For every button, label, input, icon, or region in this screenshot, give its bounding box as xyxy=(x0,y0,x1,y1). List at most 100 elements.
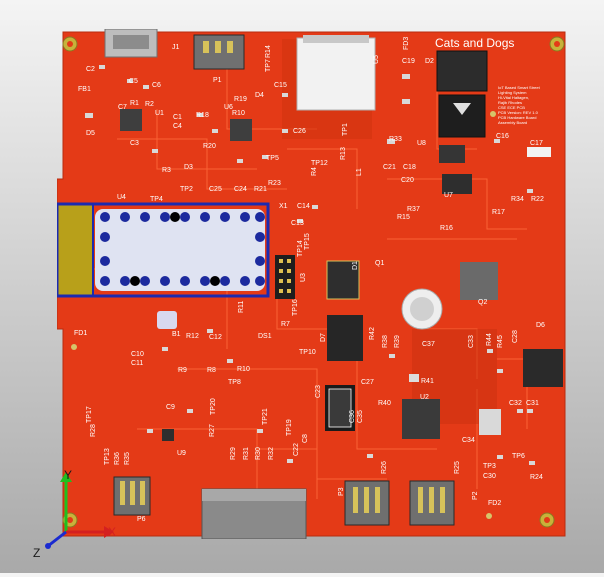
designator-d4: D4 xyxy=(255,92,264,99)
designator-c5: C5 xyxy=(129,78,138,85)
designator-u5: U5 xyxy=(373,55,380,64)
axis-triad: Y X Z xyxy=(30,468,140,577)
designator-r2: R2 xyxy=(145,101,154,108)
designator-c10: C10 xyxy=(131,351,144,358)
designator-r17: R17 xyxy=(492,209,505,216)
designator-u1: U1 xyxy=(155,110,164,117)
designator-r23: R23 xyxy=(268,180,281,187)
designator-tp13: TP13 xyxy=(104,448,111,465)
product-line: Assembly Board xyxy=(498,120,528,125)
designator-c2: C2 xyxy=(86,66,95,73)
designator-r10: R10 xyxy=(232,110,245,117)
designator-c26: C26 xyxy=(293,128,306,135)
designator-r42: R42 xyxy=(369,327,376,340)
designator-p2: P2 xyxy=(472,491,479,500)
designator-fd2: FD2 xyxy=(488,500,502,507)
designator-c30: C30 xyxy=(483,473,496,480)
product-line: PCB Hardware Board xyxy=(498,115,537,120)
designator-d7: D7 xyxy=(320,333,327,342)
designator-c19: C19 xyxy=(402,58,415,65)
designator-r16: R16 xyxy=(440,225,453,232)
designator-r3: R3 xyxy=(162,167,171,174)
designator-u4: U4 xyxy=(117,194,126,201)
designator-r41: R41 xyxy=(421,378,434,385)
designator-c31: C31 xyxy=(526,400,539,407)
designator-d2: D2 xyxy=(425,58,434,65)
designator-r12: R12 xyxy=(186,333,199,340)
designator-r39: R39 xyxy=(394,335,401,348)
designator-x1: X1 xyxy=(279,203,288,210)
designator-c8: C8 xyxy=(302,434,309,443)
designator-c20: C20 xyxy=(401,177,414,184)
designator-r4: R4 xyxy=(311,167,318,176)
designator-r45: R45 xyxy=(497,335,504,348)
designator-tp3: TP3 xyxy=(483,463,496,470)
designator-c4: C4 xyxy=(173,123,182,130)
designator-r28: R28 xyxy=(90,424,97,437)
designator-r8: R8 xyxy=(207,367,216,374)
designator-c23: C23 xyxy=(315,385,322,398)
designator-d3: D3 xyxy=(184,164,193,171)
designator-r19: R19 xyxy=(234,96,247,103)
designator-c28: C28 xyxy=(512,330,519,343)
designator-b1: B1 xyxy=(172,331,181,338)
designator-r27: R27 xyxy=(209,424,216,437)
designator-c17: C17 xyxy=(530,140,543,147)
axis-x-label: X xyxy=(108,525,117,539)
designator-tp10: TP10 xyxy=(299,349,316,356)
designator-r26: R26 xyxy=(381,461,388,474)
designator-d5: D5 xyxy=(86,130,95,137)
designator-tp12: TP12 xyxy=(311,160,328,167)
designator-c36: C36 xyxy=(349,410,356,423)
product-line: Rajib Rhodes xyxy=(498,100,523,105)
designator-r22: R22 xyxy=(531,196,544,203)
pcb-board xyxy=(55,28,571,540)
designator-c3: C3 xyxy=(130,140,139,147)
designator-fd1: FD1 xyxy=(74,330,88,337)
designator-r25: R25 xyxy=(454,461,461,474)
designator-r33: R33 xyxy=(389,136,402,143)
designator-fb1: FB1 xyxy=(78,86,91,93)
designator-r29: R29 xyxy=(230,447,237,460)
designator-r1: R1 xyxy=(130,100,139,107)
designator-tp19: TP19 xyxy=(286,419,293,436)
designator-r31: R31 xyxy=(243,447,250,460)
designator-c35: C35 xyxy=(357,410,364,423)
designator-u2: U2 xyxy=(420,394,429,401)
designator-u7: U7 xyxy=(444,192,453,199)
designator-r37: R37 xyxy=(407,206,420,213)
designator-c18: C18 xyxy=(403,164,416,171)
axis-z-label: Z xyxy=(33,546,41,560)
designator-tp16: TP16 xyxy=(292,299,299,316)
designator-r15: R15 xyxy=(397,214,410,221)
product-line: IoT Based Smart Street xyxy=(498,85,540,90)
designator-r34: R34 xyxy=(511,196,524,203)
designator-c22: C22 xyxy=(293,443,300,456)
designator-r30: R30 xyxy=(255,447,262,460)
designator-c15: C15 xyxy=(274,82,287,89)
designator-tp7: TP7 xyxy=(265,59,272,72)
designator-r36: R36 xyxy=(114,452,121,465)
designator-c32: C32 xyxy=(509,400,522,407)
designator-c7: C7 xyxy=(118,104,127,111)
designator-r20: R20 xyxy=(203,143,216,150)
designator-r24: R24 xyxy=(530,474,543,481)
designator-r13: R13 xyxy=(340,147,347,160)
designator-tp6: TP6 xyxy=(512,453,525,460)
designator-c33: C33 xyxy=(468,335,475,348)
designator-r7: R7 xyxy=(281,321,290,328)
designator-c6: C6 xyxy=(152,82,161,89)
product-line: PCB Version: REV 1.0 xyxy=(498,110,538,115)
product-line: Lighting System xyxy=(498,90,527,95)
designator-p3: P3 xyxy=(338,487,345,496)
designator-r40: R40 xyxy=(378,400,391,407)
designator-p1: P1 xyxy=(213,77,222,84)
designator-c11: C11 xyxy=(131,360,144,367)
product-silkscreen: IoT Based Smart Street Lighting System H… xyxy=(498,85,540,125)
designator-c12: C12 xyxy=(209,334,222,341)
designator-c27: C27 xyxy=(361,379,374,386)
designator-tp4: TP4 xyxy=(150,196,163,203)
designator-r38: R38 xyxy=(382,335,389,348)
designator-tp5: TP5 xyxy=(266,155,279,162)
designator-c1: C1 xyxy=(173,114,182,121)
